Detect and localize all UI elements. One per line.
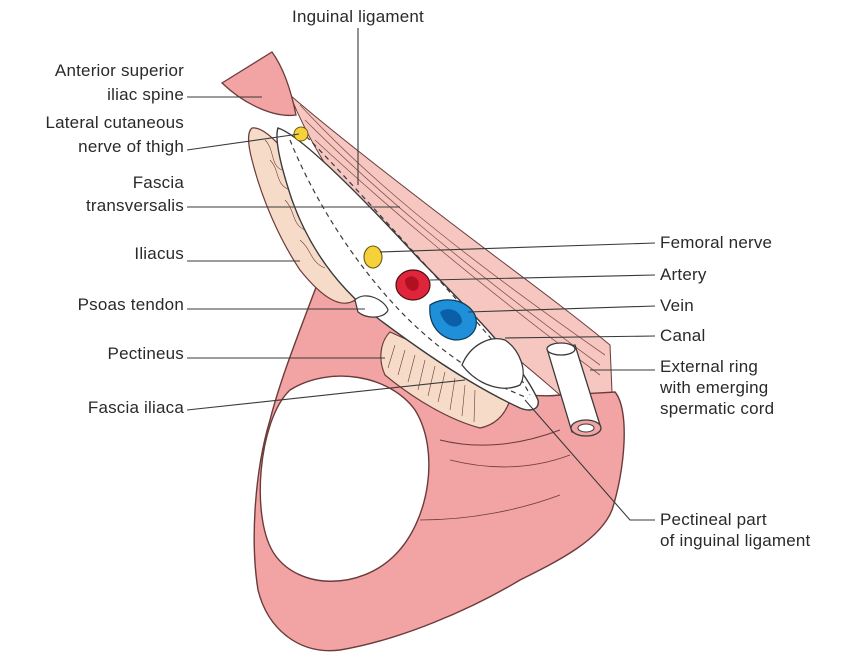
label-canal: Canal (660, 325, 705, 346)
label-asis-line2: iliac spine (0, 84, 184, 105)
label-pectineus: Pectineus (0, 343, 184, 364)
label-asis-line1: Anterior superior (0, 60, 184, 81)
label-artery: Artery (660, 264, 707, 285)
label-fascia-iliaca: Fascia iliaca (0, 397, 184, 418)
label-psoas-tendon: Psoas tendon (0, 294, 184, 315)
label-ext-ring-line2: with emerging (660, 377, 768, 398)
label-fascia-trans-line1: Fascia (0, 172, 184, 193)
label-pectineal-line1: Pectineal part (660, 509, 767, 530)
label-vein: Vein (660, 295, 694, 316)
label-ext-ring-line1: External ring (660, 356, 758, 377)
femoral-nerve (364, 246, 382, 268)
label-fascia-trans-line2: transversalis (0, 195, 184, 216)
label-femoral-nerve: Femoral nerve (660, 232, 772, 253)
label-lcn-line1: Lateral cutaneous (0, 112, 184, 133)
label-inguinal-ligament: Inguinal ligament (266, 6, 450, 27)
label-pectineal-line2: of inguinal ligament (660, 530, 810, 551)
asis (222, 52, 296, 115)
label-lcn-line2: nerve of thigh (0, 136, 184, 157)
label-iliacus: Iliacus (0, 243, 184, 264)
label-ext-ring-line3: spermatic cord (660, 398, 774, 419)
